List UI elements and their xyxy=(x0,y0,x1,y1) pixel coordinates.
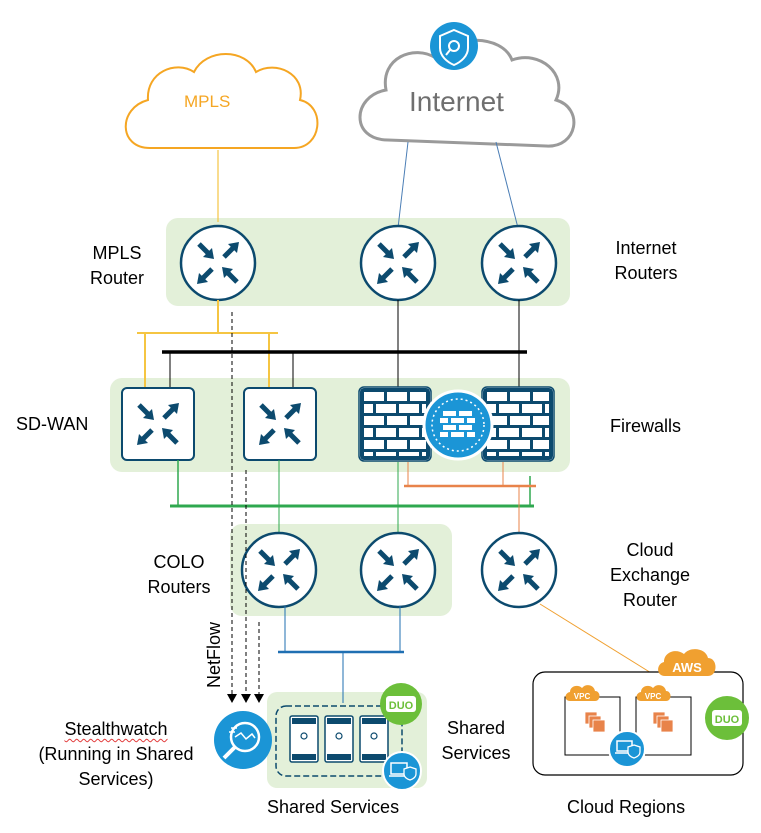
shared-services-server-group xyxy=(275,705,403,777)
svg-text:VPC: VPC xyxy=(645,692,662,701)
netflow-label: NetFlow xyxy=(204,621,224,688)
stealthwatch-label: Stealthwatch (Running in Shared Services… xyxy=(38,719,194,789)
cloud-exchange-router[interactable] xyxy=(480,531,558,609)
sdwan-label: SD-WAN xyxy=(16,414,89,434)
security-shield-icon xyxy=(430,22,478,70)
netflow-arrowheads xyxy=(227,694,264,703)
cloud-exchange-link xyxy=(539,603,657,677)
mpls-router[interactable] xyxy=(179,224,257,302)
stealthwatch-icon[interactable] xyxy=(214,711,272,769)
colo-routers-label: COLO Routers xyxy=(147,552,211,597)
svg-text:DUO: DUO xyxy=(715,714,740,726)
server-2 xyxy=(324,715,354,763)
server-1 xyxy=(289,715,319,763)
firewalls-label: Firewalls xyxy=(610,416,682,436)
core-bus xyxy=(162,300,527,390)
internet-cloud-label: Internet xyxy=(409,86,504,117)
green-bus xyxy=(170,460,534,540)
firewall-1[interactable] xyxy=(358,386,432,462)
vpc-badge-1: VPC xyxy=(565,685,600,701)
svg-text:VPC: VPC xyxy=(574,692,591,701)
server-3 xyxy=(359,715,389,763)
svg-text:DUO: DUO xyxy=(389,700,414,712)
mpls-bus xyxy=(137,300,278,390)
instance-icon-2 xyxy=(652,711,674,733)
netflow-arrows xyxy=(231,312,260,694)
internet-router-2[interactable] xyxy=(480,224,558,302)
shared-services-right-label: Shared Services xyxy=(441,718,511,763)
duo-icon: DUO xyxy=(380,683,422,725)
colo-router-1[interactable] xyxy=(240,531,318,609)
cloud-endpoint-security-icon xyxy=(608,730,646,768)
internet-router-1[interactable] xyxy=(359,224,437,302)
cloud-exchange-router-label: Cloud Exchange Router xyxy=(609,540,691,610)
internet-routers-label: Internet Routers xyxy=(614,238,678,283)
endpoint-security-icon xyxy=(382,751,422,791)
instance-icon-1 xyxy=(584,711,606,733)
colo-router-2[interactable] xyxy=(359,531,437,609)
mpls-router-label: MPLS Router xyxy=(89,243,145,288)
mpls-cloud-label: MPLS xyxy=(184,92,231,111)
svg-text:AWS: AWS xyxy=(672,660,702,675)
mpls-cloud xyxy=(124,53,319,149)
internet-cloud xyxy=(358,38,576,148)
sdwan-router-2[interactable] xyxy=(243,387,317,461)
sdwan-router-1[interactable] xyxy=(121,387,195,461)
blue-bus xyxy=(278,606,404,703)
internet-uplink-1 xyxy=(397,141,409,229)
vpc-badge-2: VPC xyxy=(636,685,671,701)
cloud-duo-icon: DUO xyxy=(705,696,749,740)
orange-bus xyxy=(404,462,536,532)
shared-services-bottom-label: Shared Services xyxy=(267,797,400,817)
cloud-regions-label: Cloud Regions xyxy=(567,797,686,817)
internet-uplink-2 xyxy=(495,141,519,229)
firewall-cluster-icon xyxy=(422,389,494,461)
aws-badge: AWS xyxy=(658,649,716,676)
